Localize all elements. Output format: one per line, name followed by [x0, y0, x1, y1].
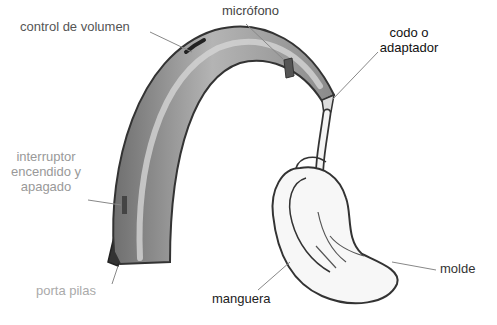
switch: [122, 196, 127, 214]
leader-line: [246, 24, 284, 60]
part-label: molde: [440, 262, 475, 277]
mold-detail: [316, 212, 364, 268]
part-label: codo o adaptador: [372, 26, 446, 56]
leader-line: [150, 32, 192, 52]
part-label: manguera: [212, 292, 271, 307]
leader-line: [112, 266, 118, 284]
part-label: control de volumen: [20, 20, 130, 35]
mold-inner-line: [290, 178, 330, 272]
leader-line: [392, 262, 436, 270]
part-label: porta pilas: [36, 284, 96, 299]
leader-line: [88, 200, 121, 205]
ear-mold: [273, 167, 398, 303]
microphone: [284, 58, 294, 78]
leader-lines: [88, 24, 436, 290]
part-label: micrófono: [222, 4, 279, 19]
mold-canal: [296, 157, 326, 168]
leader-line: [332, 52, 378, 100]
leader-line: [258, 262, 290, 290]
part-label: interruptor encendido y apagado: [4, 150, 88, 195]
